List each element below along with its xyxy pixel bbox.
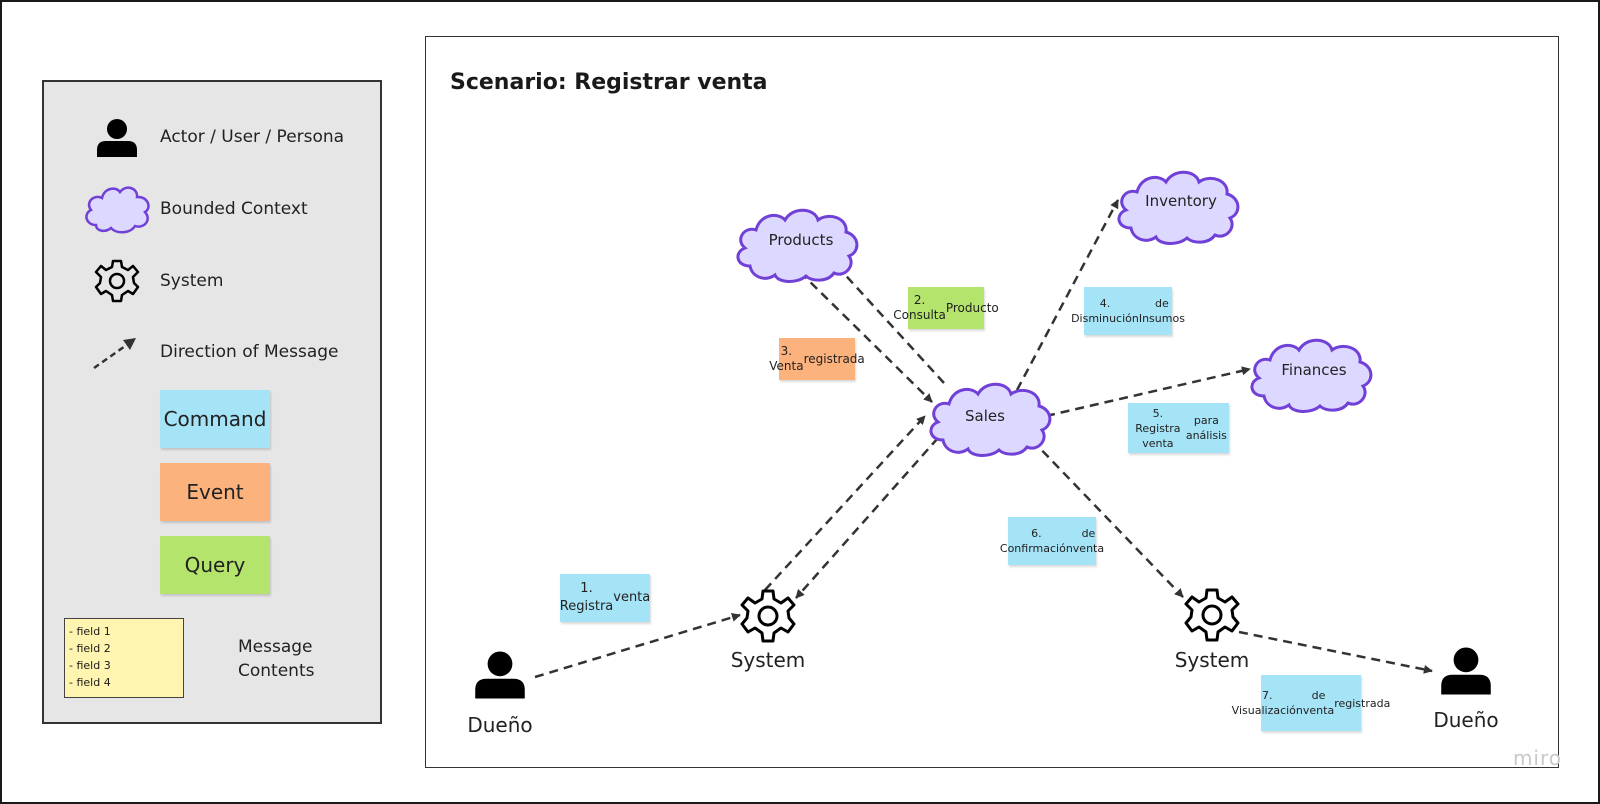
context-label-sales: Sales	[965, 407, 1005, 425]
actor-icon	[475, 651, 525, 699]
gear-icon	[1184, 588, 1240, 642]
arrow-actor-to-system	[534, 613, 741, 679]
legend-system-label: System	[160, 271, 224, 291]
legend-command-sticky: Command	[160, 390, 270, 448]
cloud-inventory	[1117, 170, 1240, 245]
system-label-right: System	[1174, 648, 1250, 672]
legend-query-sticky: Query	[160, 536, 270, 594]
cloud-sales	[929, 382, 1052, 457]
arrow-sales-to-products	[837, 266, 945, 384]
arrow-sales-to-system	[795, 437, 939, 599]
legend-event-sticky: Event	[160, 463, 270, 521]
message-contents-note: - field 1 - field 2 - field 3 - field 4	[64, 618, 184, 698]
context-label-finances: Finances	[1281, 361, 1347, 379]
field-line: - field 3	[69, 659, 111, 672]
arrow-system-to-sales	[764, 415, 926, 591]
legend-message-contents-line2: Contents	[238, 661, 315, 681]
actor-icon	[1441, 647, 1491, 695]
arrow-icon	[93, 338, 136, 370]
context-label-products: Products	[768, 231, 834, 249]
cloud-icon	[85, 186, 150, 234]
arrow-sales-to-finances	[1045, 366, 1251, 418]
legend-direction-label: Direction of Message	[160, 342, 339, 362]
legend-bounded-context-label: Bounded Context	[160, 199, 308, 219]
arrow-products-to-sales	[799, 271, 933, 403]
context-label-inventory: Inventory	[1145, 192, 1217, 210]
system-label-left: System	[730, 648, 806, 672]
miro-watermark: miro	[1512, 746, 1562, 770]
gear-icon	[94, 259, 140, 303]
cloud-products	[736, 208, 859, 283]
arrow-sales-to-inventory	[1015, 199, 1120, 391]
actor-label-left: Dueño	[467, 713, 533, 737]
actor-icon	[97, 119, 137, 157]
legend-panel	[42, 80, 382, 724]
field-line: - field 2	[69, 642, 111, 655]
arrow-right-system-to-actor	[1238, 630, 1433, 674]
actor-label-right: Dueño	[1433, 708, 1499, 732]
field-line: - field 1	[69, 625, 111, 638]
cloud-finances	[1250, 338, 1373, 413]
gear-icon	[740, 589, 796, 643]
legend-actor-label: Actor / User / Persona	[160, 127, 345, 147]
page-title: Scenario: Registrar venta	[450, 70, 768, 95]
field-line: - field 4	[69, 676, 111, 689]
legend-message-contents-line1: Message	[238, 637, 313, 657]
arrow-sales-to-right-system	[1031, 439, 1184, 598]
